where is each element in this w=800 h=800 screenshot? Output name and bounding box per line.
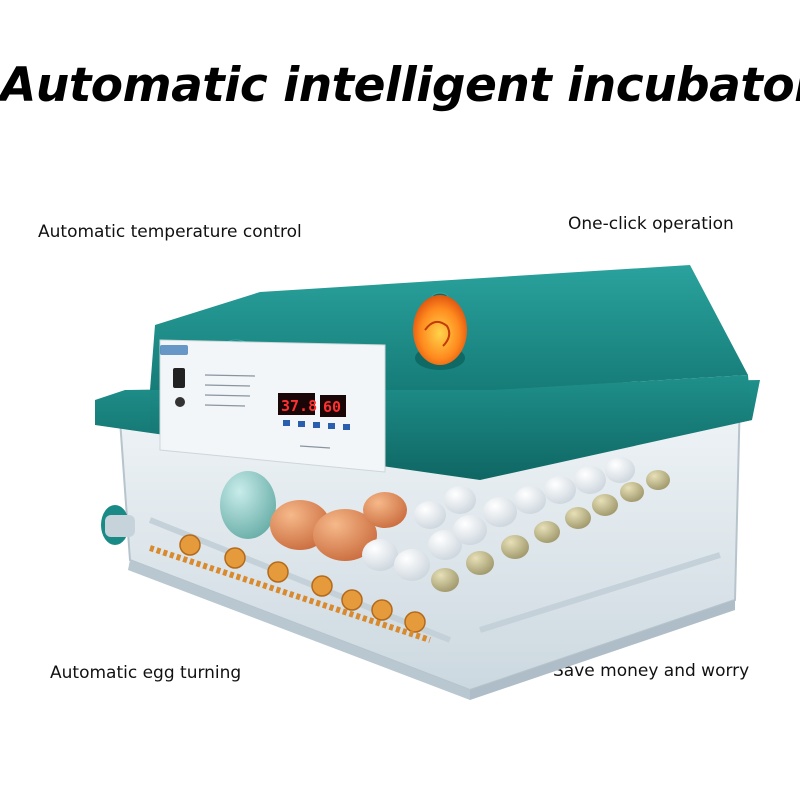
turning-knob (101, 505, 135, 545)
temperature-display: 37.8 (281, 397, 317, 415)
feature-one-click-operation: One-click operation (568, 214, 734, 234)
page-title: Automatic intelligent incubator (0, 58, 800, 113)
feature-egg-turning: Automatic egg turning (50, 663, 242, 683)
egg-icon (220, 457, 635, 581)
humidity-display: 60 (323, 398, 341, 416)
feature-save-money: Save money and worry (553, 661, 750, 681)
gear-icon (179, 534, 426, 633)
quail-egg-icon (431, 470, 670, 592)
candling-egg-icon (413, 295, 467, 370)
feature-temperature-control: Automatic temperature control (38, 222, 302, 242)
control-panel: 37.8 60 (159, 339, 386, 473)
power-switch-icon (173, 368, 185, 388)
